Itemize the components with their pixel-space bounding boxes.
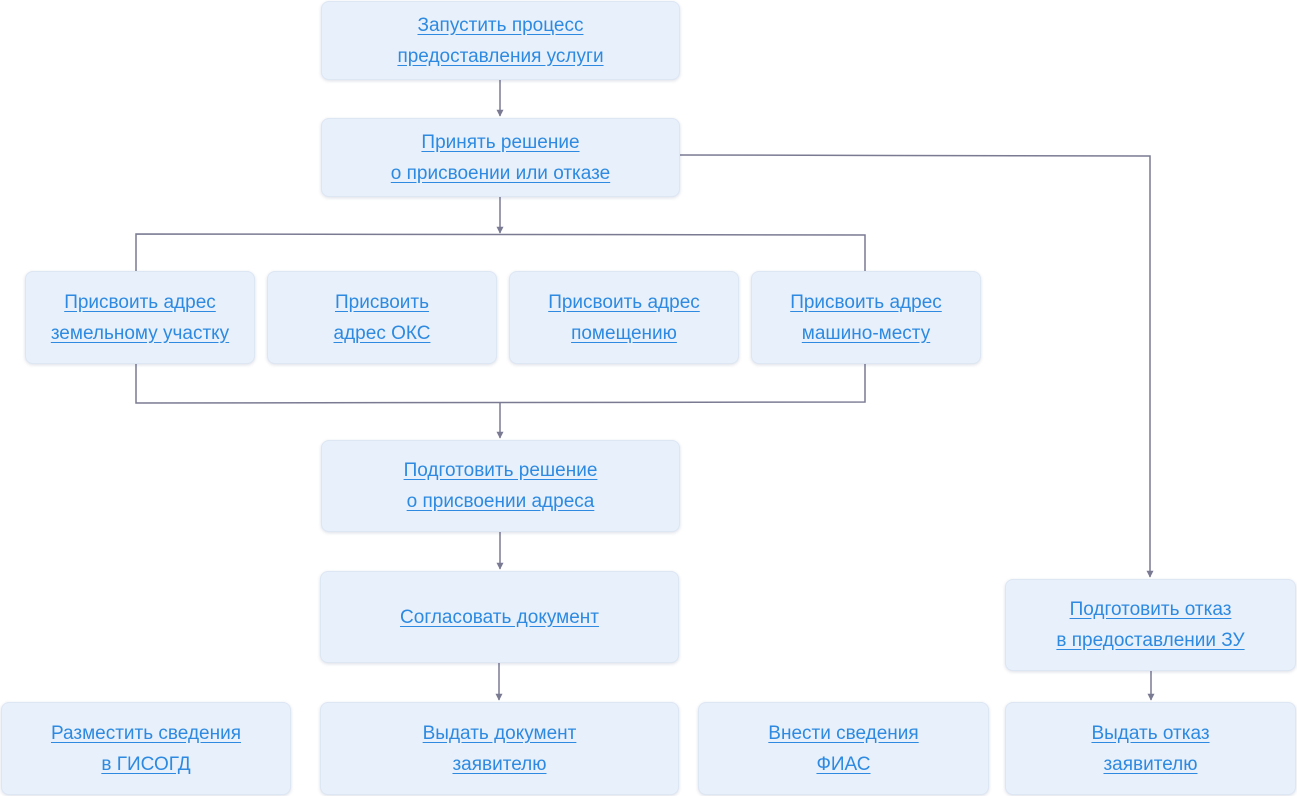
node-assign-premises[interactable]: Присвоить адрес помещению (509, 271, 739, 364)
node-approve-document-label[interactable]: Согласовать документ (400, 606, 599, 628)
node-issue-refusal[interactable]: Выдать отказ заявителю (1005, 702, 1296, 795)
node-prepare-refusal-label[interactable]: Подготовить отказ в предоставлении ЗУ (1056, 599, 1245, 651)
node-prepare-decision[interactable]: Подготовить решение о присвоении адреса (321, 440, 680, 532)
node-enter-fias-label[interactable]: Внести сведения ФИАС (768, 722, 919, 775)
node-decision-label[interactable]: Принять решение о присвоении или отказе (390, 131, 611, 184)
node-assign-oks-label[interactable]: Присвоить адрес ОКС (333, 291, 431, 344)
node-publish-gisogd-label[interactable]: Разместить сведения в ГИСОГД (50, 722, 241, 775)
node-start-process[interactable]: Запустить процесс предоставления услуги (321, 1, 680, 80)
node-issue-document[interactable]: Выдать документ заявителю (320, 702, 679, 795)
node-prepare-decision-label[interactable]: Подготовить решение о присвоении адреса (403, 460, 598, 512)
connector-decision-refuse (679, 154, 1154, 578)
node-enter-fias[interactable]: Внести сведения ФИАС (698, 702, 989, 795)
node-publish-gisogd[interactable]: Разместить сведения в ГИСОГД (1, 702, 291, 795)
node-assign-premises-label[interactable]: Присвоить адрес помещению (548, 291, 700, 344)
node-issue-document-label[interactable]: Выдать документ заявителю (422, 722, 577, 775)
node-decision[interactable]: Принять решение о присвоении или отказе (321, 118, 680, 197)
node-prepare-refusal[interactable]: Подготовить отказ в предоставлении ЗУ (1005, 579, 1296, 671)
node-assign-parking-label[interactable]: Присвоить адрес машино-месту (790, 291, 942, 344)
node-assign-land-label[interactable]: Присвоить адрес земельному участку (50, 291, 230, 344)
node-approve-document[interactable]: Согласовать документ (320, 571, 679, 663)
node-start-process-label[interactable]: Запустить процесс предоставления услуги (397, 14, 604, 67)
node-assign-land[interactable]: Присвоить адрес земельному участку (25, 271, 255, 364)
connector-merge-bar (135, 364, 866, 404)
node-issue-refusal-label[interactable]: Выдать отказ заявителю (1091, 722, 1210, 775)
node-assign-parking[interactable]: Присвоить адрес машино-месту (751, 271, 981, 364)
connector-branch-bar (135, 233, 866, 271)
node-assign-oks[interactable]: Присвоить адрес ОКС (267, 271, 497, 364)
